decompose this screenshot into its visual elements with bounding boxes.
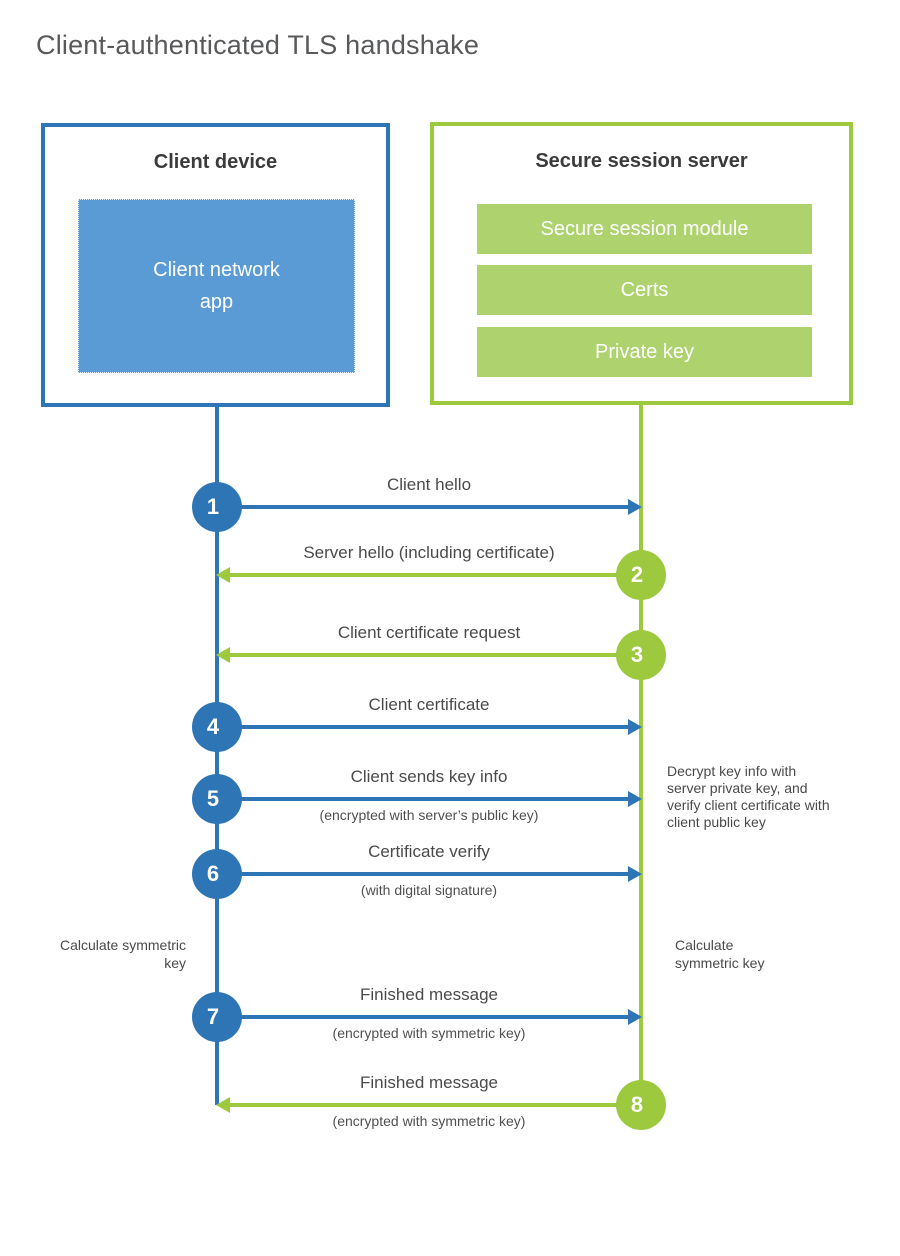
arrow-shaft	[217, 725, 630, 729]
step-6-sublabel: (with digital signature)	[360, 882, 498, 898]
step-5-badge: 5	[192, 774, 242, 824]
step-4-label: Client certificate	[368, 695, 490, 714]
step-3-arrow-left	[216, 647, 641, 663]
client-network-app-box: Client network app	[78, 199, 355, 373]
step-2-arrow-left	[216, 567, 641, 583]
step-6-number: 6	[206, 861, 220, 886]
step-5-label: Client sends key info	[350, 767, 508, 786]
step-4-number: 4	[206, 714, 220, 739]
step-8-number: 8	[630, 1092, 644, 1117]
step-8-label: Finished message	[360, 1073, 498, 1092]
step-4-badge: 4	[192, 702, 242, 752]
arrow-shaft	[217, 1015, 630, 1019]
client-network-app-label: Client network app	[153, 259, 280, 313]
arrow-head-icon	[628, 499, 642, 515]
step-5-number: 5	[206, 786, 220, 811]
step-1-badge: 1	[192, 482, 242, 532]
arrow-shaft	[228, 573, 641, 577]
diagram-title: Client-authenticated TLS handshake	[36, 30, 480, 60]
step-8-arrow-left	[216, 1097, 641, 1113]
arrow-shaft	[217, 797, 630, 801]
step-7-number: 7	[206, 1004, 220, 1029]
step-3-number: 3	[630, 642, 644, 667]
server-module-certs: Certs	[477, 265, 812, 315]
step-2-badge: 2	[616, 550, 666, 600]
step-2-number: 2	[630, 562, 644, 587]
step-1-number: 1	[206, 494, 220, 519]
arrow-shaft	[228, 1103, 641, 1107]
server-decrypt-note: Decrypt key info with server private key…	[667, 763, 830, 831]
step-1-arrow-right	[217, 499, 642, 515]
step-2-label: Server hello (including certificate)	[303, 543, 555, 562]
server-module-private-key: Private key	[477, 327, 812, 377]
step-7-label: Finished message	[360, 985, 498, 1004]
step-7-arrow-right	[217, 1009, 642, 1025]
step-1-label: Client hello	[386, 475, 472, 494]
arrow-shaft	[217, 505, 630, 509]
arrow-shaft	[217, 872, 630, 876]
secure-session-server-title: Secure session server	[535, 150, 748, 172]
step-3-badge: 3	[616, 630, 666, 680]
calculate-symmetric-key-server: Calculate symmetric key	[675, 937, 765, 971]
step-8-sublabel: (encrypted with symmetric key)	[332, 1113, 526, 1129]
arrow-head-icon	[216, 567, 230, 583]
arrow-head-icon	[628, 866, 642, 882]
step-8-badge: 8	[616, 1080, 666, 1130]
server-lifeline	[639, 405, 643, 1105]
step-7-badge: 7	[192, 992, 242, 1042]
step-6-badge: 6	[192, 849, 242, 899]
step-5-sublabel: (encrypted with server’s public key)	[319, 807, 539, 823]
step-3-label: Client certificate request	[337, 623, 521, 642]
step-7-sublabel: (encrypted with symmetric key)	[332, 1025, 526, 1041]
arrow-head-icon	[628, 1009, 642, 1025]
arrow-head-icon	[216, 647, 230, 663]
arrow-head-icon	[216, 1097, 230, 1113]
step-5-arrow-right	[217, 791, 642, 807]
step-4-arrow-right	[217, 719, 642, 735]
arrow-shaft	[228, 653, 641, 657]
client-lifeline	[215, 407, 219, 1105]
step-6-arrow-right	[217, 866, 642, 882]
calculate-symmetric-key-client: Calculate symmetric key	[59, 937, 186, 971]
client-device-title: Client device	[153, 151, 278, 173]
secure-session-server-box: Secure session server Secure session mod…	[430, 122, 853, 405]
arrow-head-icon	[628, 791, 642, 807]
arrow-head-icon	[628, 719, 642, 735]
step-6-label: Certificate verify	[368, 842, 490, 861]
server-module-secure-session: Secure session module	[477, 204, 812, 254]
